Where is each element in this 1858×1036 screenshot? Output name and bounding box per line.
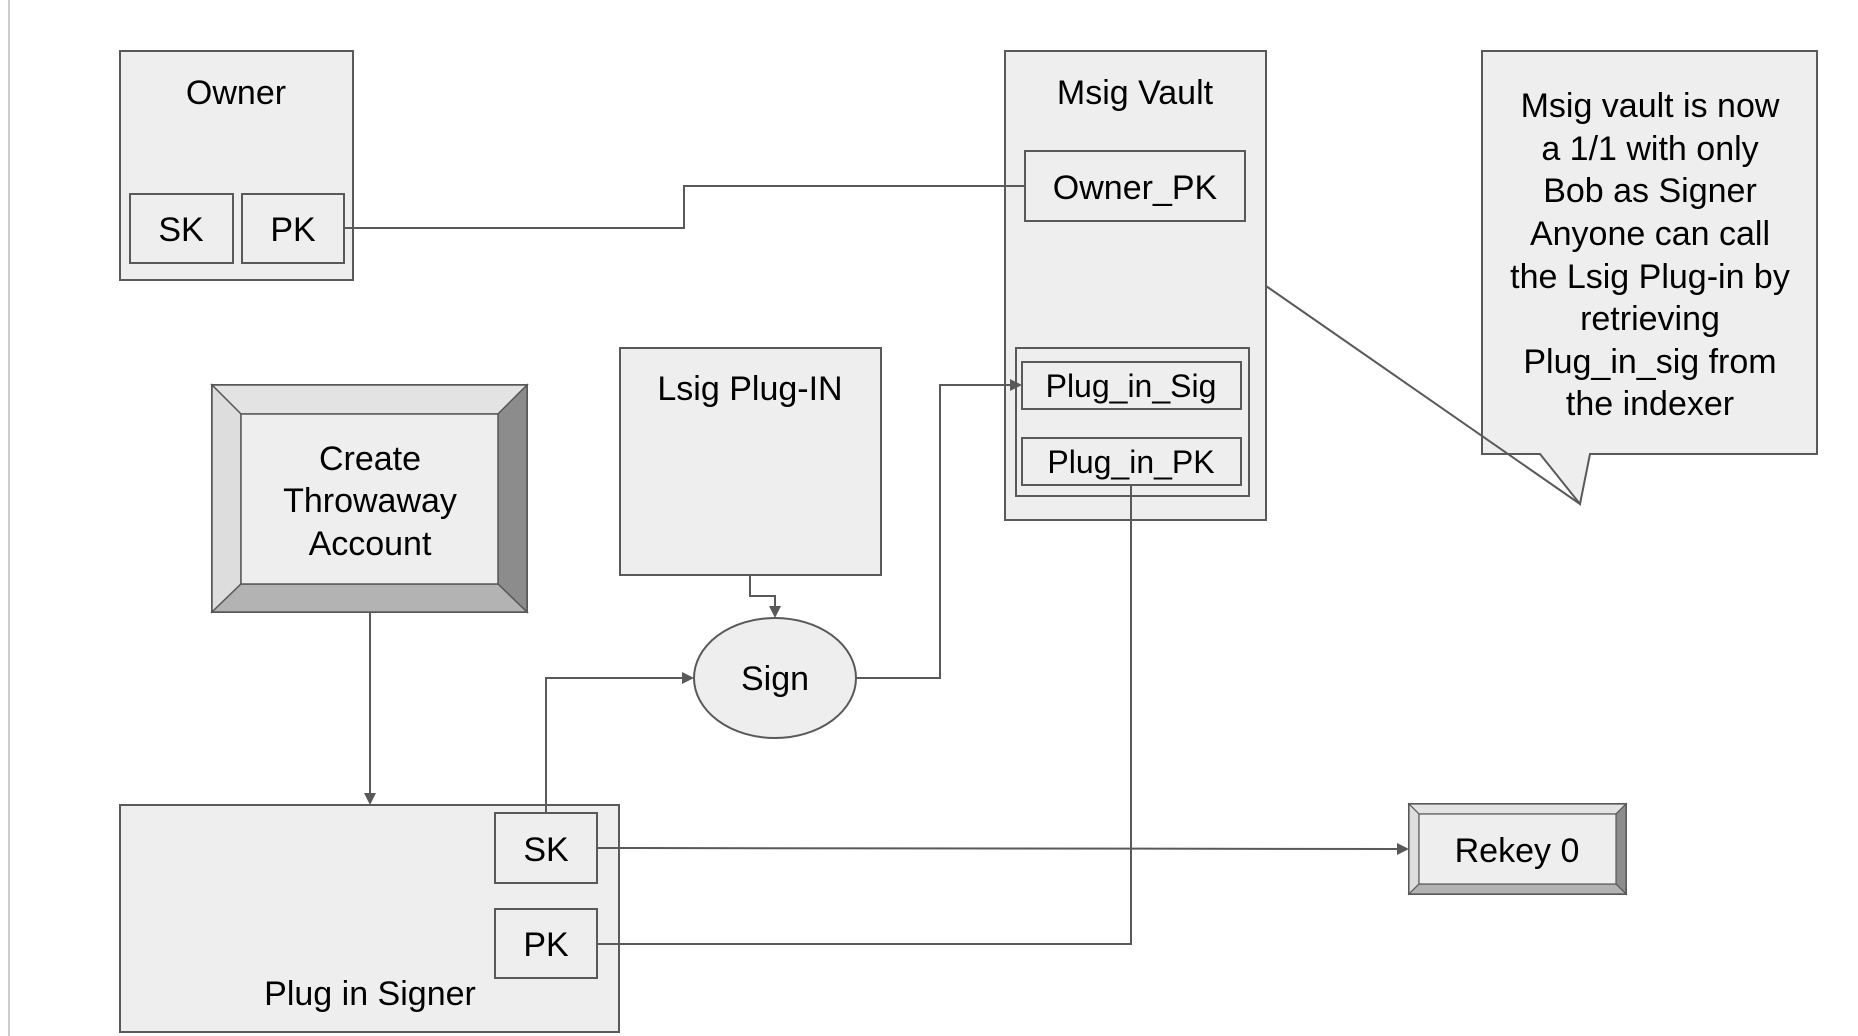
create-account-line-3: Account	[309, 525, 432, 563]
callout-note: Msig vault is now a 1/1 with only Bob as…	[1481, 50, 1818, 507]
connector-signer-pk-to-plug-in-pk	[597, 485, 1132, 945]
callout-line-4: Anyone can call	[1530, 215, 1770, 253]
owner-box: Owner SK PK	[119, 50, 354, 281]
callout-line-7: Plug_in_sig from	[1523, 343, 1776, 381]
create-account-line-2: Throwaway	[283, 482, 457, 520]
connector-signer-sk-to-sign	[545, 672, 694, 813]
owner-sk-label: SK	[158, 211, 204, 249]
plug-in-sig-field: Plug_in_Sig	[1021, 361, 1242, 410]
signer-pk-label: PK	[523, 926, 569, 964]
rekey-0-block: Rekey 0	[1407, 802, 1628, 896]
plug-in-pk-label: Plug_in_PK	[1047, 444, 1214, 480]
msig-vault-box: Msig Vault Owner_PK Plug_in_Sig Plug_in_…	[1004, 50, 1267, 521]
sign-node: Sign	[693, 617, 857, 739]
create-account-line-1: Create	[319, 440, 421, 478]
sign-label: Sign	[741, 660, 809, 698]
rekey-label: Rekey 0	[1455, 832, 1580, 870]
signer-sk-label: SK	[523, 831, 569, 869]
plug-in-pk-field: Plug_in_PK	[1021, 437, 1242, 486]
owner-pk-field-label: Owner_PK	[1053, 169, 1218, 207]
callout-line-5: the Lsig Plug-in by	[1510, 258, 1790, 296]
lsig-plugin-box: Lsig Plug-IN	[619, 347, 882, 576]
create-throwaway-account-block: Create Throwaway Account	[210, 383, 529, 614]
callout-line-1: Msig vault is now	[1521, 87, 1780, 125]
owner-pk-field: Owner_PK	[1024, 150, 1246, 222]
callout-line-8: the indexer	[1566, 385, 1734, 423]
owner-title: Owner	[186, 74, 286, 112]
connector-signer-sk-to-rekey	[596, 842, 1409, 855]
plug-in-signer-title: Plug in Signer	[264, 975, 476, 1013]
connector-owner-pk-to-vault	[344, 185, 1025, 229]
plug-in-signer-box: Plug in Signer SK PK	[119, 804, 620, 1033]
owner-pk-label: PK	[270, 211, 316, 249]
signer-sk-box: SK	[494, 812, 598, 884]
plug-in-group: Plug_in_Sig Plug_in_PK	[1015, 347, 1250, 497]
connector-sign-to-plug-in-sig	[856, 379, 1022, 679]
connector-lsig-to-sign	[749, 575, 781, 618]
lsig-plugin-title: Lsig Plug-IN	[657, 370, 842, 408]
owner-sk-box: SK	[129, 193, 234, 264]
callout-pointer-line	[1265, 285, 1581, 505]
msig-vault-title: Msig Vault	[1057, 74, 1214, 112]
callout-line-6: retrieving	[1580, 300, 1720, 338]
owner-pk-box: PK	[241, 193, 345, 264]
callout-line-2: a 1/1 with only	[1541, 130, 1758, 168]
signer-pk-box: PK	[494, 908, 598, 979]
callout-line-3: Bob as Signer	[1543, 172, 1757, 210]
plug-in-sig-label: Plug_in_Sig	[1046, 368, 1217, 404]
